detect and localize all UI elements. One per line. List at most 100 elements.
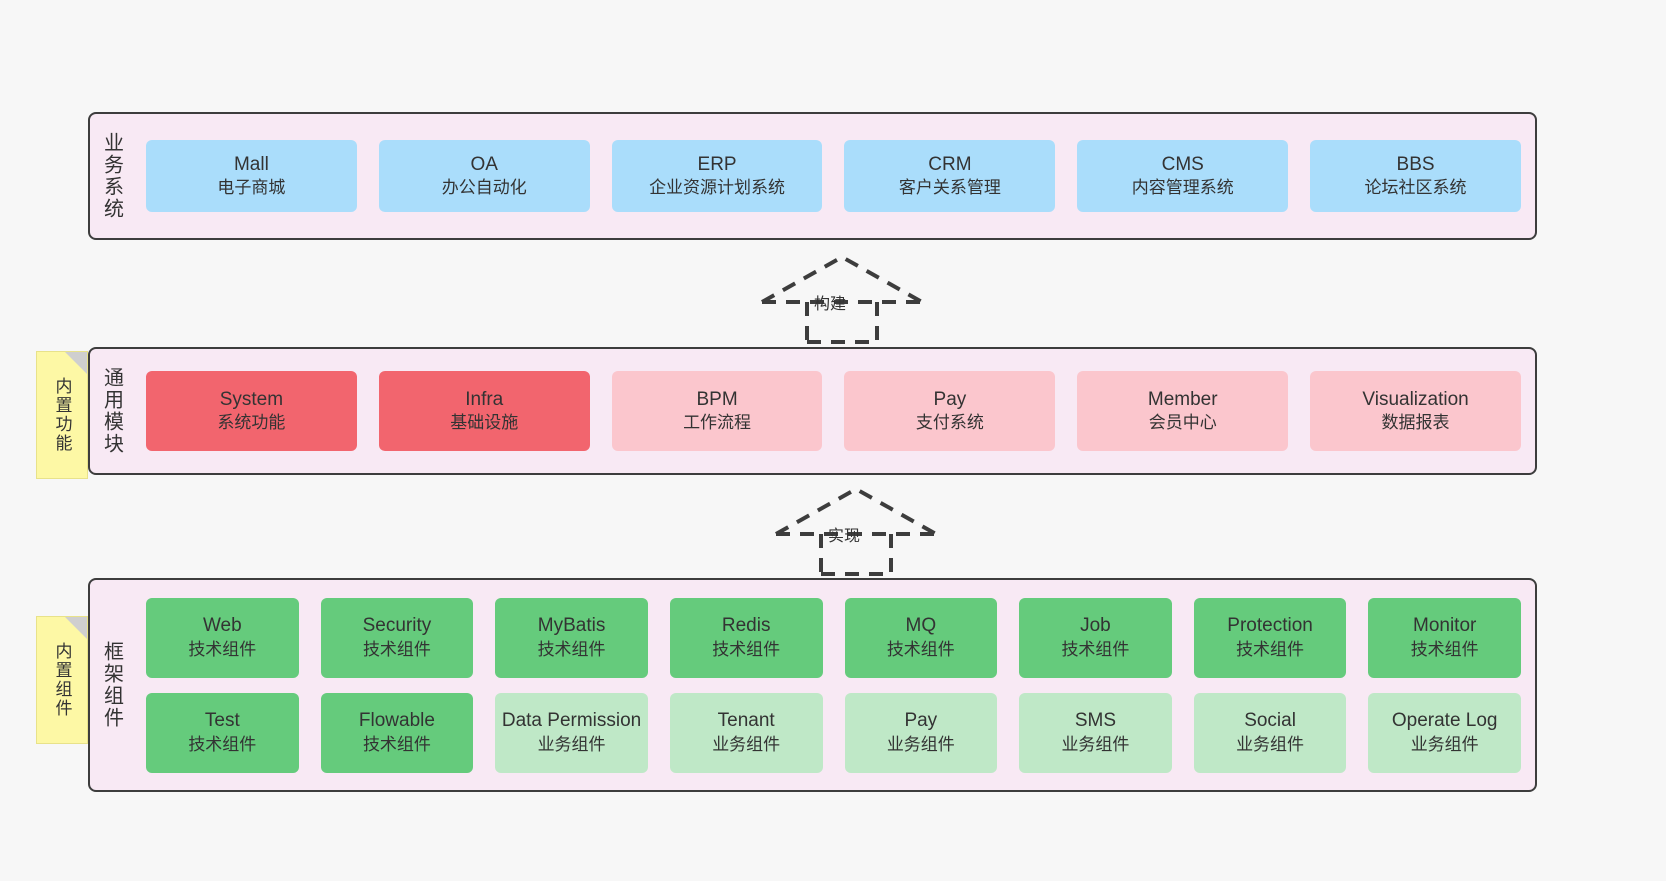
card-cn-label: 技术组件	[537, 639, 606, 659]
card-cn-label: 企业资源计划系统	[649, 178, 786, 198]
card-cn-label: 内容管理系统	[1131, 178, 1234, 198]
component-card-mybatis[interactable]: MyBatis 技术组件	[495, 597, 648, 678]
business-system-row: Mall 电子商城 OA 办公自动化 ERP 企业资源计划系统 CRM 客户关系…	[146, 140, 1521, 212]
card-en-label: CRM	[928, 153, 972, 175]
sticky-note-builtin-component: 内置组件	[36, 616, 88, 744]
business-card-bbs[interactable]: BBS 论坛社区系统	[1310, 140, 1521, 212]
card-en-label: MQ	[905, 615, 937, 637]
card-cn-label: 支付系统	[915, 413, 984, 433]
card-cn-label: 业务组件	[1236, 734, 1305, 754]
business-card-mall[interactable]: Mall 电子商城	[146, 140, 357, 212]
common-module-row: System 系统功能 Infra 基础设施 BPM 工作流程 Pay 支付系统…	[146, 371, 1521, 451]
card-cn-label: 技术组件	[362, 734, 431, 754]
card-en-label: Tenant	[717, 710, 775, 732]
module-card-member[interactable]: Member 会员中心	[1077, 371, 1289, 451]
card-en-label: Member	[1147, 388, 1218, 410]
component-card-web[interactable]: Web 技术组件	[146, 597, 299, 678]
card-en-label: CMS	[1161, 153, 1204, 175]
business-card-cms[interactable]: CMS 内容管理系统	[1077, 140, 1289, 212]
card-en-label: Monitor	[1413, 615, 1477, 637]
card-en-label: Mall	[233, 153, 269, 175]
card-en-label: Data Permission	[501, 710, 642, 732]
sticky-note-builtin-function: 内置功能	[36, 351, 88, 479]
connector-build-label: 构建	[814, 296, 847, 313]
component-card-mq[interactable]: MQ 技术组件	[844, 597, 998, 678]
layer-title-business-system: 业务系统	[100, 132, 123, 220]
card-en-label: Flowable	[358, 710, 435, 732]
card-en-label: Security	[362, 615, 432, 637]
framework-row-tech: Web 技术组件 Security 技术组件 MyBatis 技术组件 Redi…	[146, 597, 1521, 678]
card-cn-label: 技术组件	[362, 639, 431, 659]
layer-common-module: 通用模块 System 系统功能 Infra 基础设施 BPM 工作流程 Pay…	[88, 347, 1537, 475]
module-card-infra[interactable]: Infra 基础设施	[378, 371, 590, 451]
card-en-label: BBS	[1396, 153, 1435, 175]
sticky-fold-corner-icon	[65, 352, 87, 374]
card-en-label: SMS	[1074, 710, 1117, 732]
component-card-sms[interactable]: SMS 业务组件	[1019, 692, 1172, 773]
card-cn-label: 论坛社区系统	[1364, 178, 1467, 198]
card-cn-label: 业务组件	[1061, 734, 1130, 754]
card-en-label: Operate Log	[1391, 710, 1498, 732]
card-cn-label: 系统功能	[217, 413, 286, 433]
business-card-erp[interactable]: ERP 企业资源计划系统	[611, 140, 823, 212]
card-cn-label: 业务组件	[1410, 734, 1479, 754]
card-cn-label: 业务组件	[886, 734, 955, 754]
card-cn-label: 办公自动化	[441, 178, 527, 198]
card-en-label: Visualization	[1362, 388, 1469, 410]
layer-title-framework-component: 框架组件	[100, 641, 123, 729]
card-cn-label: 数据报表	[1381, 413, 1450, 433]
component-card-operate-log[interactable]: Operate Log 业务组件	[1368, 692, 1521, 773]
sticky-note-label: 内置功能	[52, 377, 72, 453]
component-card-security[interactable]: Security 技术组件	[320, 597, 474, 678]
component-card-pay[interactable]: Pay 业务组件	[844, 692, 998, 773]
card-cn-label: 技术组件	[1236, 639, 1305, 659]
card-en-label: Pay	[904, 710, 938, 732]
module-card-system[interactable]: System 系统功能	[146, 371, 357, 451]
card-en-label: Protection	[1227, 615, 1313, 637]
card-cn-label: 会员中心	[1148, 413, 1217, 433]
component-card-social[interactable]: Social 业务组件	[1193, 692, 1347, 773]
component-card-protection[interactable]: Protection 技术组件	[1193, 597, 1347, 678]
card-en-label: Social	[1244, 710, 1296, 732]
component-card-monitor[interactable]: Monitor 技术组件	[1368, 597, 1521, 678]
component-card-tenant[interactable]: Tenant 业务组件	[669, 692, 823, 773]
card-cn-label: 业务组件	[712, 734, 781, 754]
component-card-flowable[interactable]: Flowable 技术组件	[320, 692, 474, 773]
component-card-data-permission[interactable]: Data Permission 业务组件	[495, 692, 648, 773]
card-cn-label: 基础设施	[450, 413, 519, 433]
card-cn-label: 技术组件	[886, 639, 955, 659]
card-cn-label: 电子商城	[217, 178, 286, 198]
layer-business-system: 业务系统 Mall 电子商城 OA 办公自动化 ERP 企业资源计划系统 CRM…	[88, 112, 1537, 240]
business-card-crm[interactable]: CRM 客户关系管理	[844, 140, 1056, 212]
card-en-label: System	[219, 388, 284, 410]
card-cn-label: 客户关系管理	[898, 178, 1001, 198]
card-cn-label: 业务组件	[537, 734, 606, 754]
framework-row-business: Test 技术组件 Flowable 技术组件 Data Permission …	[146, 692, 1521, 773]
business-card-oa[interactable]: OA 办公自动化	[378, 140, 590, 212]
component-card-job[interactable]: Job 技术组件	[1019, 597, 1172, 678]
sticky-fold-corner-icon	[65, 617, 87, 639]
module-card-bpm[interactable]: BPM 工作流程	[611, 371, 823, 451]
card-cn-label: 技术组件	[1410, 639, 1479, 659]
layer-body-common-module: System 系统功能 Infra 基础设施 BPM 工作流程 Pay 支付系统…	[132, 349, 1535, 473]
card-cn-label: 技术组件	[188, 734, 257, 754]
layer-body-business-system: Mall 电子商城 OA 办公自动化 ERP 企业资源计划系统 CRM 客户关系…	[132, 114, 1535, 238]
component-card-test[interactable]: Test 技术组件	[146, 692, 299, 773]
component-card-redis[interactable]: Redis 技术组件	[669, 597, 823, 678]
card-en-label: Test	[204, 710, 240, 732]
card-en-label: ERP	[697, 153, 737, 175]
card-en-label: MyBatis	[537, 615, 606, 637]
card-en-label: Pay	[933, 388, 967, 410]
layer-body-framework-component: Web 技术组件 Security 技术组件 MyBatis 技术组件 Redi…	[132, 580, 1535, 790]
card-en-label: BPM	[696, 388, 738, 410]
layer-title-common-module: 通用模块	[100, 367, 123, 455]
card-cn-label: 技术组件	[712, 639, 781, 659]
card-en-label: Job	[1080, 615, 1111, 637]
module-card-pay[interactable]: Pay 支付系统	[844, 371, 1056, 451]
sticky-note-label: 内置组件	[52, 642, 72, 718]
card-cn-label: 工作流程	[683, 413, 752, 433]
card-cn-label: 技术组件	[188, 639, 257, 659]
card-en-label: Infra	[465, 388, 504, 410]
module-card-visualization[interactable]: Visualization 数据报表	[1310, 371, 1521, 451]
